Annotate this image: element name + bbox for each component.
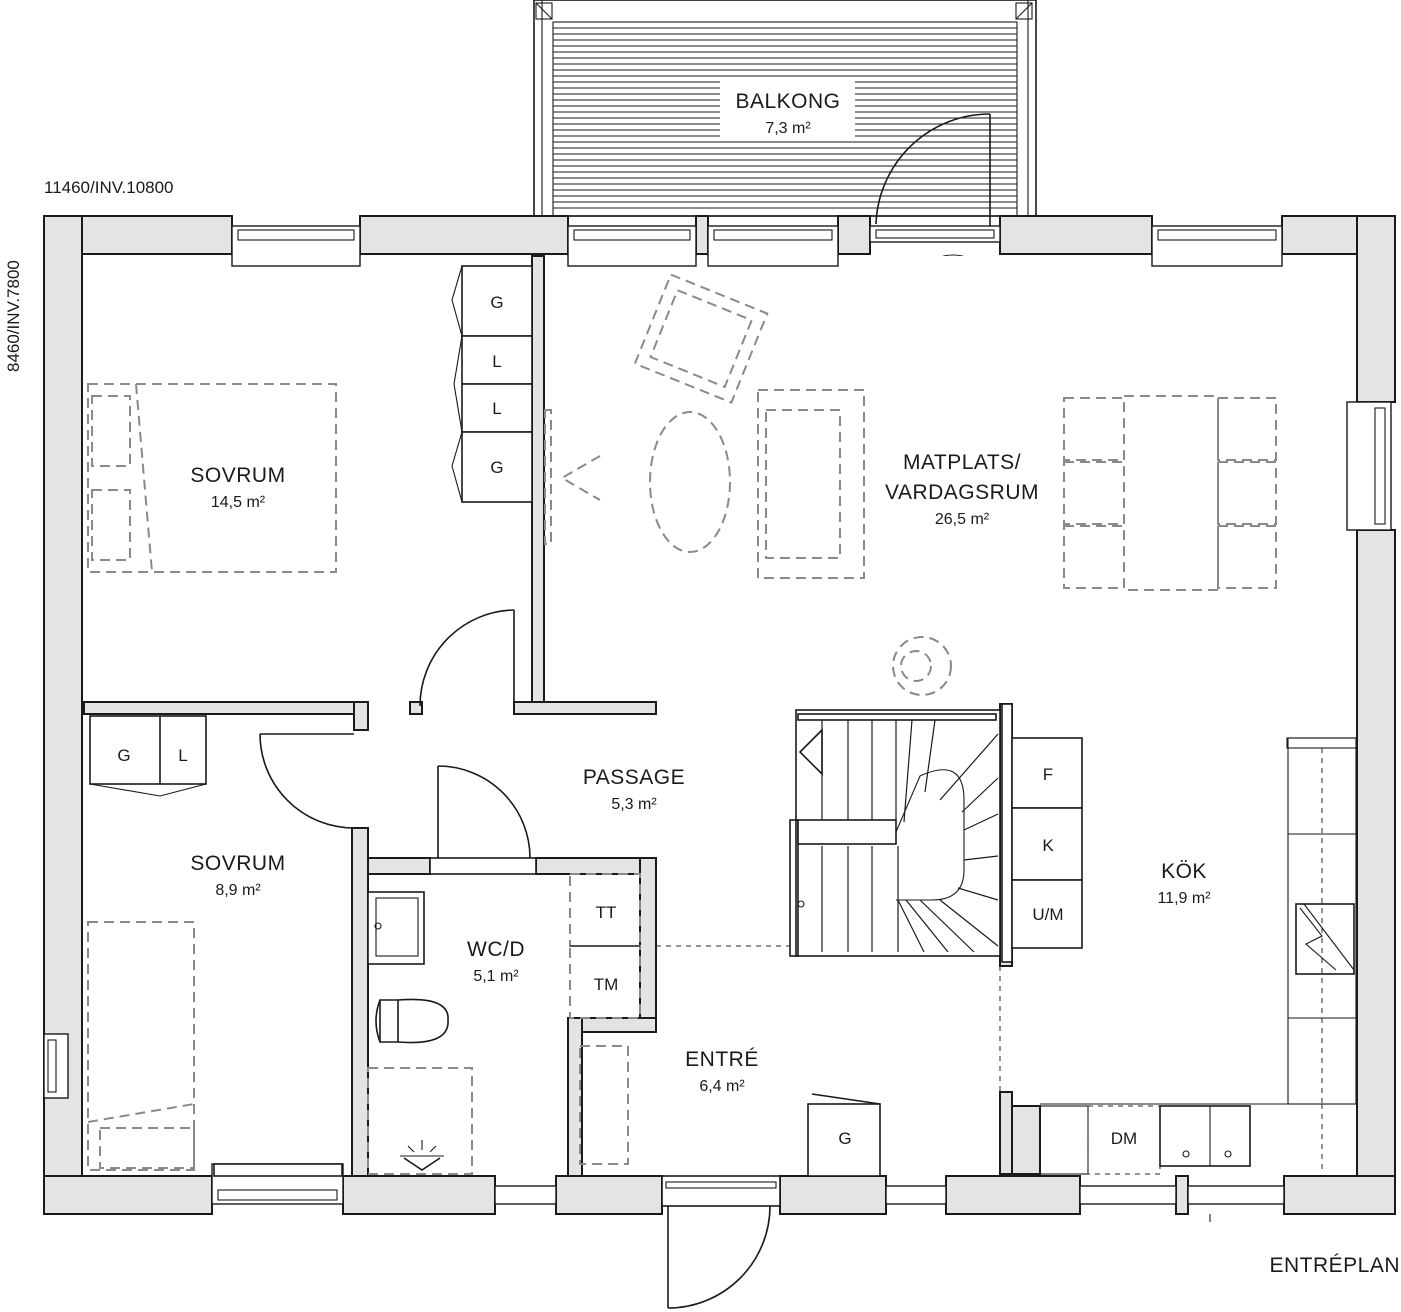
passage-label: PASSAGE [583, 766, 685, 789]
sovrum2-label: SOVRUM [190, 852, 285, 875]
living-furniture: MATPLATS/ VARDAGSRUM 26,5 m² [544, 273, 1277, 696]
balcony-decking [553, 27, 1017, 209]
kitchen-sink [1159, 1105, 1251, 1167]
kitchen: F K U/M DM KÖK 11,9 m² [1011, 737, 1357, 1222]
closet-l-bedroom2: L [178, 746, 187, 765]
wcd-area: 5,1 m² [473, 968, 519, 985]
kok-area: 11,9 m² [1157, 890, 1211, 907]
bathroom: TT TM WC/D 5,1 m² [367, 873, 641, 1175]
dimension-width: 11460/INV.10800 [44, 178, 174, 197]
staircase [789, 703, 1013, 963]
dimension-depth: 8460/INV.7800 [4, 260, 23, 372]
bedroom1-furniture: G L L G SOVRUM 14,5 m² [87, 265, 533, 573]
balkong-label: BALKONG [735, 90, 840, 113]
balcony: BALKONG 7,3 m² [533, 0, 1037, 259]
plan-title: ENTRÉPLAN [1269, 1254, 1400, 1277]
entre-closet-g: G [838, 1129, 851, 1148]
shower-area [367, 1067, 473, 1175]
wcd-label: WC/D [467, 938, 525, 961]
doors [259, 609, 781, 1309]
entre-area: 6,4 m² [699, 1078, 745, 1095]
single-bed [87, 921, 195, 1171]
oven-label: U/M [1032, 905, 1063, 924]
toilet [397, 998, 449, 1044]
sofa [757, 389, 865, 579]
stair-arrow-icon [798, 728, 823, 776]
tm-label: TM [594, 975, 619, 994]
dishwasher-label: DM [1111, 1129, 1137, 1148]
tt-label: TT [596, 903, 617, 922]
ceiling-light-icon [400, 1140, 444, 1171]
closet-column: G L L G [451, 265, 533, 503]
closet-g-top: G [490, 293, 503, 312]
fridge-label: F [1043, 765, 1053, 784]
matplats-area: 26,5 m² [935, 511, 990, 528]
matplats-label-2: VARDAGSRUM [885, 481, 1039, 504]
balkong-area: 7,3 m² [765, 120, 811, 137]
sovrum1-label: SOVRUM [190, 464, 285, 487]
bedroom2: G L SOVRUM 8,9 m² [87, 715, 343, 1177]
windows [43, 225, 1392, 1205]
closet-g-bottom: G [490, 458, 503, 477]
entre-label: ENTRÉ [685, 1048, 759, 1071]
sink [367, 891, 425, 965]
freezer-label: K [1042, 836, 1054, 855]
passage-area: 5,3 m² [611, 796, 657, 813]
kok-label: KÖK [1161, 860, 1207, 883]
stove [1295, 903, 1355, 975]
sovrum1-area: 14,5 m² [211, 494, 266, 511]
entrance: G ENTRÉ 6,4 m² [579, 966, 1001, 1177]
double-bed [87, 383, 337, 573]
passage: PASSAGE 5,3 m² [583, 766, 790, 947]
sovrum2-area: 8,9 m² [215, 882, 261, 899]
closet-g-bedroom2: G [117, 746, 130, 765]
closet-l-1: L [492, 352, 501, 371]
closet-l-2: L [492, 399, 501, 418]
balcony-door-swing [875, 113, 991, 225]
matplats-label-1: MATPLATS/ [903, 451, 1021, 474]
